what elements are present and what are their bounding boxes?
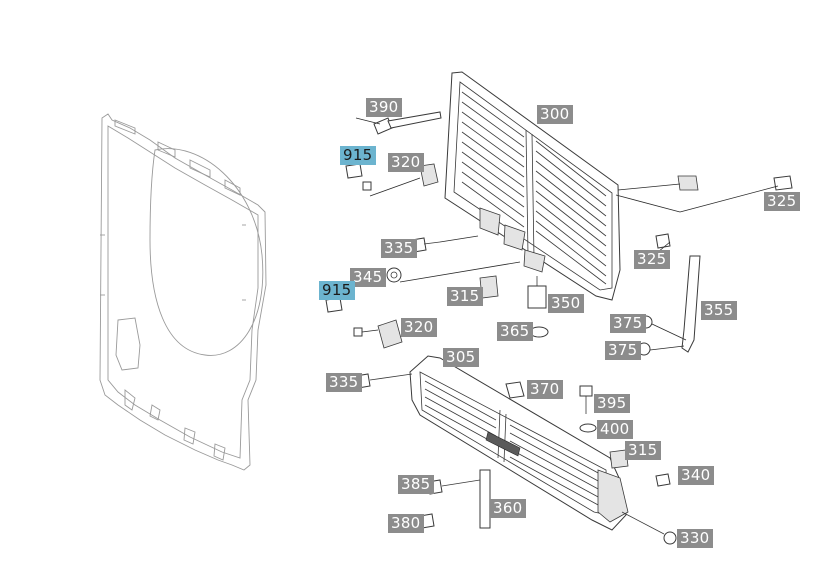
callout-325-right[interactable]: 325: [764, 192, 800, 211]
hardware-parts: [325, 111, 793, 545]
callout-350[interactable]: 350: [548, 294, 584, 313]
callout-345[interactable]: 345: [350, 268, 386, 287]
callout-320-lower[interactable]: 320: [401, 318, 437, 337]
leader-lines: [355, 117, 779, 351]
callout-380[interactable]: 380: [388, 514, 424, 533]
lower-shutter-305: [409, 355, 629, 531]
callout-355[interactable]: 355: [701, 301, 737, 320]
callout-300[interactable]: 300: [537, 105, 573, 124]
callout-360[interactable]: 360: [490, 499, 526, 518]
callout-375-upper[interactable]: 375: [610, 314, 646, 333]
callout-305[interactable]: 305: [443, 348, 479, 367]
callout-335-upper[interactable]: 335: [381, 239, 417, 258]
callout-365[interactable]: 365: [497, 322, 533, 341]
callout-370[interactable]: 370: [527, 380, 563, 399]
callout-915-lower[interactable]: 915: [319, 281, 355, 300]
upper-shutter-300: [444, 71, 621, 301]
fan-shroud-drawing: [99, 113, 267, 471]
callout-390[interactable]: 390: [366, 98, 402, 117]
callout-320-upper[interactable]: 320: [388, 153, 424, 172]
callout-315-upper[interactable]: 315: [447, 287, 483, 306]
callout-395[interactable]: 395: [594, 394, 630, 413]
callout-325-lower[interactable]: 325: [634, 250, 670, 269]
callout-335-lower[interactable]: 335: [326, 373, 362, 392]
callout-375-lower[interactable]: 375: [605, 341, 641, 360]
callout-340[interactable]: 340: [678, 466, 714, 485]
callout-915-upper[interactable]: 915: [340, 146, 376, 165]
callout-400[interactable]: 400: [597, 420, 633, 439]
callout-315-lower[interactable]: 315: [625, 441, 661, 460]
callout-385[interactable]: 385: [398, 475, 434, 494]
callout-330[interactable]: 330: [677, 529, 713, 548]
